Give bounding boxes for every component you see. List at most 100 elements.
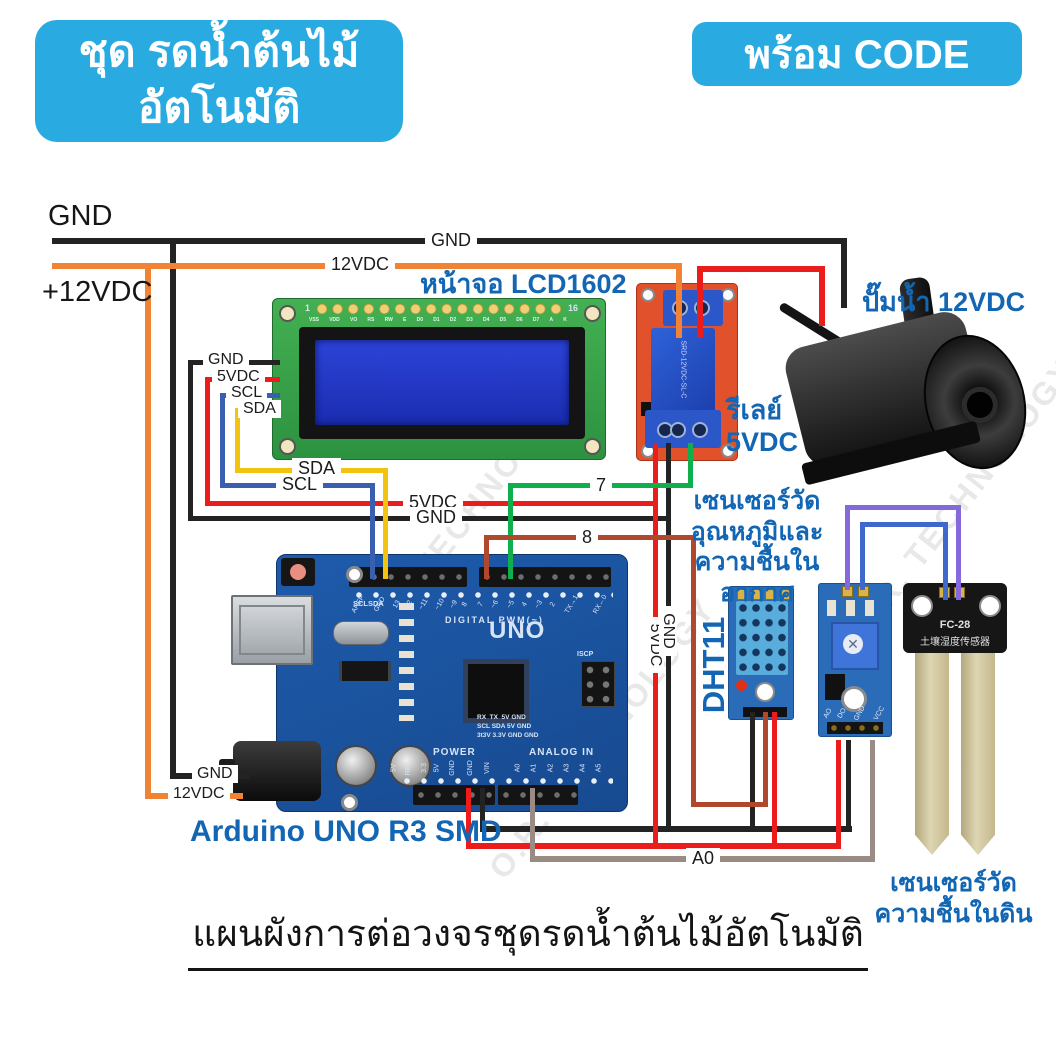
arduino-side-text: RX TX 5V GND SCL SDA 5V GND 3t3V 3.3V GN… bbox=[477, 714, 539, 739]
lcd-pin-names-label: E bbox=[403, 317, 407, 323]
relay-module: SRD-12VDC-SL-C bbox=[636, 283, 738, 461]
wire-label-lcd-sda: SDA bbox=[238, 400, 281, 418]
pump-label: ปั๊มน้ำ 12VDC bbox=[862, 287, 1026, 317]
title-badge: ชุด รดน้ำต้นไม้ อัตโนมัติ bbox=[35, 20, 403, 142]
arduino-digital-pin-labels-left-label: ~11 bbox=[417, 597, 430, 612]
wire-gnd-bus bbox=[480, 826, 852, 832]
soil-sensor-label-line: ความชื้นในดิน bbox=[874, 900, 1033, 929]
arduino-digital-pin-labels-left-label: ~9 bbox=[449, 599, 460, 610]
gnd-source-label: GND bbox=[48, 200, 113, 232]
wire-12v-relay-drop bbox=[676, 263, 682, 338]
wire-pin8-vertical bbox=[691, 535, 696, 807]
wire-label-mid-scl: SCL bbox=[276, 474, 324, 494]
potentiometer: ✕ bbox=[831, 622, 879, 670]
wire-pump-red-horizontal bbox=[697, 266, 825, 272]
air-sensor-label-line: อากาศ bbox=[719, 578, 795, 607]
code-badge-text: พร้อม CODE bbox=[744, 33, 970, 77]
wire-5v-arduino-vertical bbox=[466, 788, 471, 849]
lcd-screen bbox=[315, 340, 569, 425]
lcd-bezel bbox=[299, 327, 585, 439]
relay-cube: SRD-12VDC-SL-C bbox=[651, 328, 715, 412]
wire-a0-arduino-drop bbox=[530, 788, 535, 862]
arduino-reset-cap bbox=[290, 564, 306, 580]
arduino-digital-header-left bbox=[349, 567, 467, 587]
wire-label-lcd-gnd: GND bbox=[203, 351, 249, 369]
wire-pin7-relay-drop bbox=[688, 443, 693, 488]
air-sensor-label-line: อุณหภูมิและ bbox=[690, 517, 824, 546]
probe-model-text: FC-28 bbox=[939, 619, 971, 631]
mcu-chip bbox=[463, 659, 529, 723]
relay-screw bbox=[670, 422, 686, 438]
dht11-module bbox=[728, 586, 794, 720]
wire-label-a0: A0 bbox=[686, 848, 721, 868]
diagram-caption-text: แผนผังการต่อวงจรชุดรดน้ำต้นไม้อัตโนมัติ bbox=[188, 904, 868, 971]
probe-prong bbox=[915, 653, 949, 855]
lcd-pin-names-label: A bbox=[549, 317, 554, 323]
wire-probe-purple-up bbox=[845, 505, 850, 590]
lcd-hole bbox=[279, 305, 296, 322]
wire-label-jack-12v: 12VDC bbox=[168, 785, 230, 803]
lcd-pin-names-label: VDD bbox=[329, 317, 340, 323]
resistor-column bbox=[399, 603, 414, 721]
soil-module-hole bbox=[841, 686, 867, 712]
wire-sda-vertical bbox=[235, 408, 240, 472]
smd-ic-chip bbox=[339, 661, 391, 681]
dht11-pin bbox=[765, 589, 776, 600]
arduino-power-header bbox=[413, 785, 495, 805]
wire-pump-red-drop bbox=[819, 266, 825, 326]
lcd-pin-names-label: D5 bbox=[499, 317, 507, 323]
lcd-hole bbox=[279, 438, 296, 455]
wire-label-lcd-5v: 5VDC bbox=[212, 368, 265, 386]
relay-screw bbox=[692, 422, 708, 438]
soil-module-pin-labels-label: DO bbox=[837, 707, 849, 720]
arduino-power-silk: POWER bbox=[433, 747, 476, 758]
wire-scl-arduino-drop bbox=[370, 483, 375, 579]
arduino-power-pin-labels-label: GND bbox=[448, 760, 456, 776]
arduino-analog-pin-labels-label: A2 bbox=[546, 763, 554, 773]
arduino-reset-button bbox=[281, 558, 315, 586]
wire-5v-bus bbox=[466, 843, 841, 849]
relay-label-line1: รีเลย์ bbox=[726, 395, 783, 425]
arduino-digital-pin-labels-right-label: 7 bbox=[476, 601, 485, 608]
relay-cube-text: SRD-12VDC-SL-C bbox=[679, 340, 687, 399]
probe-chinese-text: 土壤湿度传感器 bbox=[920, 637, 990, 648]
relay-hole bbox=[721, 288, 735, 302]
usb-connector bbox=[231, 595, 313, 665]
arduino-analog-pin-labels-label: A5 bbox=[595, 763, 603, 773]
relay-hole bbox=[641, 288, 655, 302]
lcd-pin-names-label: RW bbox=[384, 317, 393, 323]
soil-sensor-label: เซนเซอร์วัด ความชื้นในดิน bbox=[856, 868, 1051, 931]
wire-5v-dht-drop bbox=[772, 712, 777, 848]
arduino-digital-pin-labels-right-label: ~3 bbox=[533, 599, 544, 610]
crystal-oscillator bbox=[333, 621, 389, 645]
arduino-analog-silk: ANALOG IN bbox=[529, 747, 595, 758]
air-sensor-label-line: เซนเซอร์วัด bbox=[693, 487, 821, 515]
arduino-digital-pin-labels-right-label: 4 bbox=[520, 601, 529, 608]
wire-label-lcd-scl: SCL bbox=[226, 384, 268, 402]
lcd-pin16-number: 16 bbox=[568, 303, 579, 313]
wire-label-pin8: 8 bbox=[576, 527, 599, 547]
lcd-pin-names-label: K bbox=[563, 317, 567, 323]
barrel-jack bbox=[219, 741, 321, 801]
soil-module-pin-labels-label: VCC bbox=[872, 705, 887, 722]
usb-connector-lip bbox=[239, 605, 305, 655]
probe-hole bbox=[979, 595, 1001, 617]
wire-gnd-soil-up bbox=[846, 740, 851, 832]
arduino-analog-pin-labels-label: A1 bbox=[530, 763, 538, 773]
arduino-digital-pin-labels-right-label: ~5 bbox=[505, 599, 516, 610]
diagram-caption: แผนผังการต่อวงจรชุดรดน้ำต้นไม้อัตโนมัติ bbox=[0, 904, 1056, 971]
wire-label-gnd-vertical: GND bbox=[659, 606, 677, 656]
soil-module-pin-labels-label: AO bbox=[822, 707, 834, 720]
lcd-pin1-number: 1 bbox=[305, 303, 311, 313]
wire-label-mid-sda: SDA bbox=[292, 458, 342, 478]
pump-outlet-hole bbox=[958, 383, 1002, 427]
wire-5v-soil-up bbox=[836, 740, 841, 848]
arduino-uno-silk: UNO bbox=[489, 617, 546, 644]
capacitor bbox=[335, 745, 377, 787]
soil-probe: FC-28 土壤湿度传感器 bbox=[903, 583, 1007, 875]
wire-label-mid-gnd: GND bbox=[410, 507, 462, 527]
